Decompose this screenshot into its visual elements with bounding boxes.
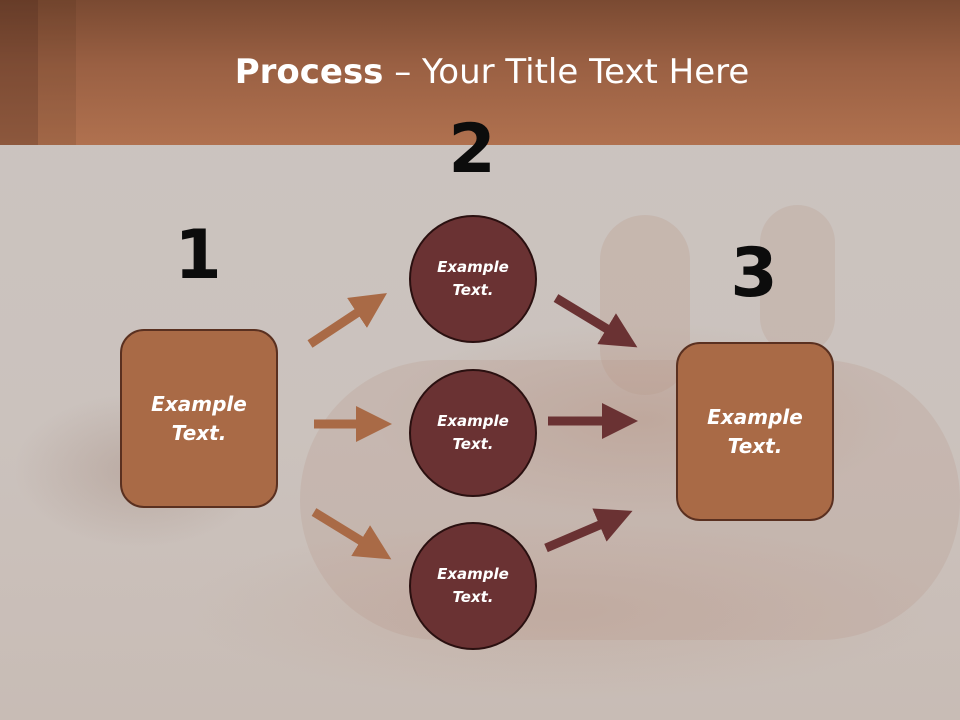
arrow-to-top-circle [307, 293, 388, 348]
background-arm-shape [760, 205, 835, 355]
label-line: Example [437, 258, 509, 276]
step-box-3: Example Text. [676, 342, 834, 521]
circle-bottom: Example Text. [409, 522, 537, 650]
label-line: Text. [452, 281, 494, 299]
label-line: Example [151, 391, 247, 416]
label-line: Text. [452, 435, 494, 453]
header-stripe [0, 0, 38, 145]
background-arm-shape [600, 215, 690, 395]
arrow-from-bottom-circle [544, 508, 633, 553]
arrow-to-bottom-circle [311, 508, 392, 560]
label-line: Text. [452, 588, 494, 606]
circle-bottom-label: Example Text. [437, 563, 509, 609]
label-line: Example [437, 412, 509, 430]
circle-middle-label: Example Text. [437, 410, 509, 456]
arrow-from-top-circle [553, 294, 638, 348]
circle-top: Example Text. [409, 215, 537, 343]
step-number-2: 2 [448, 110, 496, 189]
header-stripe [38, 0, 76, 145]
title-bold: Process [234, 52, 384, 92]
step-box-1: Example Text. [120, 329, 278, 508]
label-line: Example [707, 404, 803, 429]
header-bar [0, 0, 960, 145]
step-box-3-label: Example Text. [707, 403, 803, 461]
label-line: Text. [171, 420, 227, 445]
label-line: Example [437, 565, 509, 583]
label-line: Text. [727, 433, 783, 458]
slide-title: Process – Your Title Text Here [0, 52, 960, 92]
step-number-3: 3 [730, 234, 778, 313]
circle-middle: Example Text. [409, 369, 537, 497]
step-box-1-label: Example Text. [151, 390, 247, 448]
step-number-1: 1 [174, 216, 222, 295]
circle-top-label: Example Text. [437, 256, 509, 302]
title-rest: – Your Title Text Here [383, 52, 750, 92]
